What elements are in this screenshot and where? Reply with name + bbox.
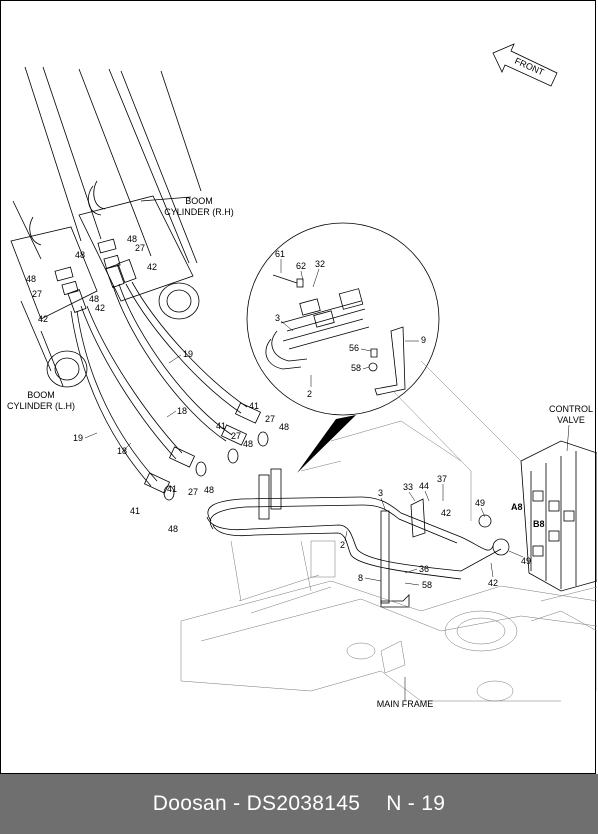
footer-part-number: DS2038145 bbox=[246, 792, 361, 815]
page-footer: Doosan - DS2038145 N - 19 bbox=[0, 774, 598, 834]
callout: 49 bbox=[475, 498, 485, 508]
callout: 42 bbox=[488, 578, 498, 588]
callout: 2 bbox=[340, 540, 345, 550]
boom-cylinder-rh-label-line1: BOOM bbox=[185, 196, 213, 206]
callout: 56 bbox=[349, 343, 359, 353]
callout: 37 bbox=[437, 474, 447, 484]
callout: 32 bbox=[315, 259, 325, 269]
front-direction-arrow: FRONT bbox=[492, 43, 558, 87]
callout: 9 bbox=[421, 335, 426, 345]
callout: 36 bbox=[419, 564, 429, 574]
callout: 48 bbox=[204, 485, 214, 495]
callout: 27 bbox=[32, 289, 42, 299]
callout: 27 bbox=[188, 487, 198, 497]
footer-page-number: N - 19 bbox=[386, 792, 446, 815]
callout: 41 bbox=[216, 421, 226, 431]
diagram-frame: FRONT BOOM CYLINDER (R.H) BOOM CYLINDER … bbox=[0, 0, 597, 774]
callout: 42 bbox=[147, 262, 157, 272]
callout: 19 bbox=[183, 349, 193, 359]
hydraulic-piping-diagram: FRONT BOOM CYLINDER (R.H) BOOM CYLINDER … bbox=[7, 43, 597, 709]
callout: 42 bbox=[95, 303, 105, 313]
boom-cylinder-lh-label-line2: CYLINDER (L.H) bbox=[7, 401, 75, 411]
callout: 44 bbox=[419, 481, 429, 491]
callout: 3 bbox=[378, 488, 383, 498]
boom-cylinder-lh-drawing bbox=[10, 66, 102, 388]
hose-end-fittings bbox=[143, 402, 269, 501]
callout: 19 bbox=[73, 433, 83, 443]
callout: 27 bbox=[231, 431, 241, 441]
callout: 58 bbox=[422, 580, 432, 590]
main-pipes bbox=[206, 468, 510, 608]
callout: 48 bbox=[89, 294, 99, 304]
port-label-a8: A8 bbox=[511, 502, 523, 512]
callout: 49 bbox=[521, 556, 531, 566]
control-valve-drawing bbox=[520, 440, 597, 592]
callout: 18 bbox=[177, 406, 187, 416]
callout: 48 bbox=[127, 234, 137, 244]
callout: 41 bbox=[249, 401, 259, 411]
detail-view bbox=[246, 222, 440, 473]
callout: 18 bbox=[117, 446, 127, 456]
callout: 41 bbox=[167, 484, 177, 494]
callout: 48 bbox=[243, 439, 253, 449]
control-valve-label-line2: VALVE bbox=[557, 415, 585, 425]
cylinder-fittings bbox=[54, 238, 137, 313]
callout: 33 bbox=[403, 482, 413, 492]
boom-cylinder-rh-drawing bbox=[78, 68, 202, 320]
boom-cylinder-lh-label-line1: BOOM bbox=[27, 390, 55, 400]
callout: 27 bbox=[135, 243, 145, 253]
callout: 61 bbox=[275, 249, 285, 259]
callout: 48 bbox=[75, 250, 85, 260]
callout: 62 bbox=[296, 261, 306, 271]
callout: 41 bbox=[130, 506, 140, 516]
port-label-b8: B8 bbox=[533, 519, 545, 529]
control-valve-label-line1: CONTROL bbox=[549, 404, 593, 414]
callout: 8 bbox=[358, 573, 363, 583]
detail-callouts: 61 62 32 3 9 56 58 2 bbox=[275, 249, 426, 399]
main-frame-label: MAIN FRAME bbox=[377, 699, 434, 709]
callout: 42 bbox=[38, 314, 48, 324]
callout: 48 bbox=[168, 524, 178, 534]
callout: 2 bbox=[307, 389, 312, 399]
part-callouts: 48 48 27 42 48 27 42 48 42 19 18 41 27 4… bbox=[26, 234, 531, 590]
callout: 42 bbox=[441, 508, 451, 518]
hydraulic-hoses bbox=[70, 281, 248, 487]
main-frame-drawing bbox=[180, 360, 597, 702]
callout: 48 bbox=[26, 274, 36, 284]
callout: 58 bbox=[351, 363, 361, 373]
footer-brand: Doosan bbox=[152, 792, 227, 815]
callout: 27 bbox=[265, 414, 275, 424]
front-label: FRONT bbox=[513, 56, 546, 78]
callout: 3 bbox=[275, 313, 280, 323]
boom-cylinder-rh-label-line2: CYLINDER (R.H) bbox=[164, 207, 234, 217]
footer-separator: - bbox=[233, 792, 241, 815]
callout: 48 bbox=[279, 422, 289, 432]
